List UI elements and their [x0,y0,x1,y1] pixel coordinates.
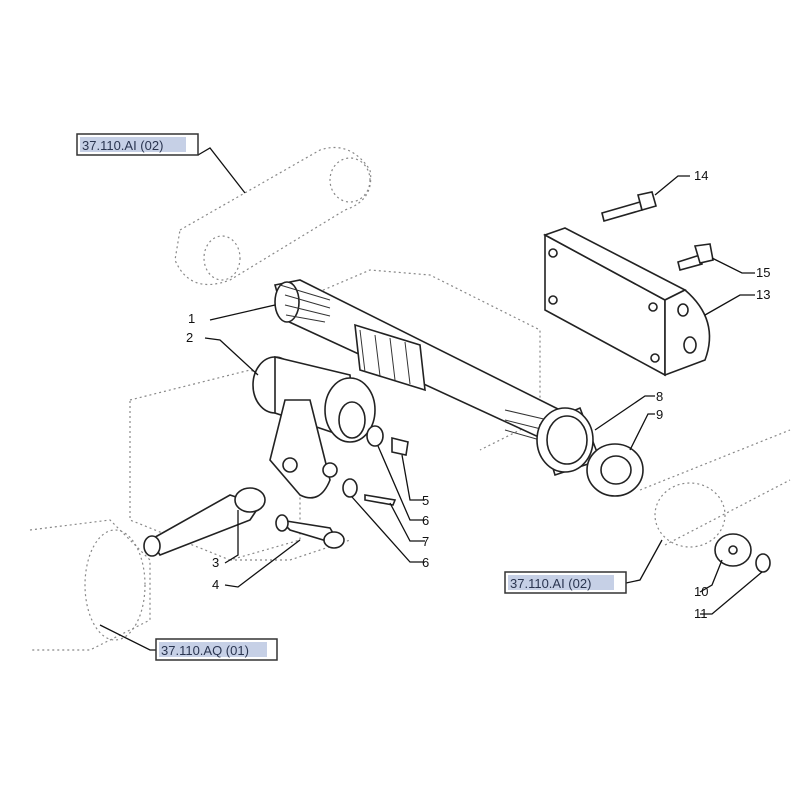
ghost-upper-lift-arm [174,146,372,286]
callout-2: 2 [186,330,193,345]
part-lever [252,355,376,499]
reference-label[interactable]: 37.110.AQ (01) [161,643,249,658]
part-pin-lever [143,487,266,557]
part-pin [275,514,345,549]
part-bolt-15 [677,243,714,271]
callout-6b: 6 [422,555,429,570]
leader-lines [99,147,763,651]
callout-10: 10 [694,584,708,599]
callout-1: 1 [188,311,195,326]
callouts: 1 2 3 4 5 6 7 6 8 9 10 11 13 14 15 [186,168,770,621]
callout-8: 8 [656,389,663,404]
reference-link-upper[interactable]: 37.110.AI (02) [76,133,199,156]
callout-7: 7 [422,534,429,549]
reference-label[interactable]: 37.110.AI (02) [510,576,591,591]
callout-6: 6 [422,513,429,528]
part-shaft [273,279,562,442]
part-bolt-14 [601,191,657,222]
callout-4: 4 [212,577,219,592]
callout-9: 9 [656,407,663,422]
reference-label[interactable]: 37.110.AI (02) [82,138,163,153]
part-bushing [536,406,602,477]
part-washer [586,443,644,497]
callout-14: 14 [694,168,708,183]
callout-3: 3 [212,555,219,570]
ghost-right-lift-arm [639,429,791,548]
reference-link-right[interactable]: 37.110.AI (02) [504,571,627,594]
ghost-cylinder [29,519,151,651]
part-bracket-plate [543,227,711,377]
part-small-fasteners [342,425,409,506]
callout-13: 13 [756,287,770,302]
reference-link-lower[interactable]: 37.110.AQ (01) [155,638,278,661]
callout-11: 11 [694,606,708,621]
part-washer-small [714,533,771,573]
callout-15: 15 [756,265,770,280]
callout-5: 5 [422,493,429,508]
